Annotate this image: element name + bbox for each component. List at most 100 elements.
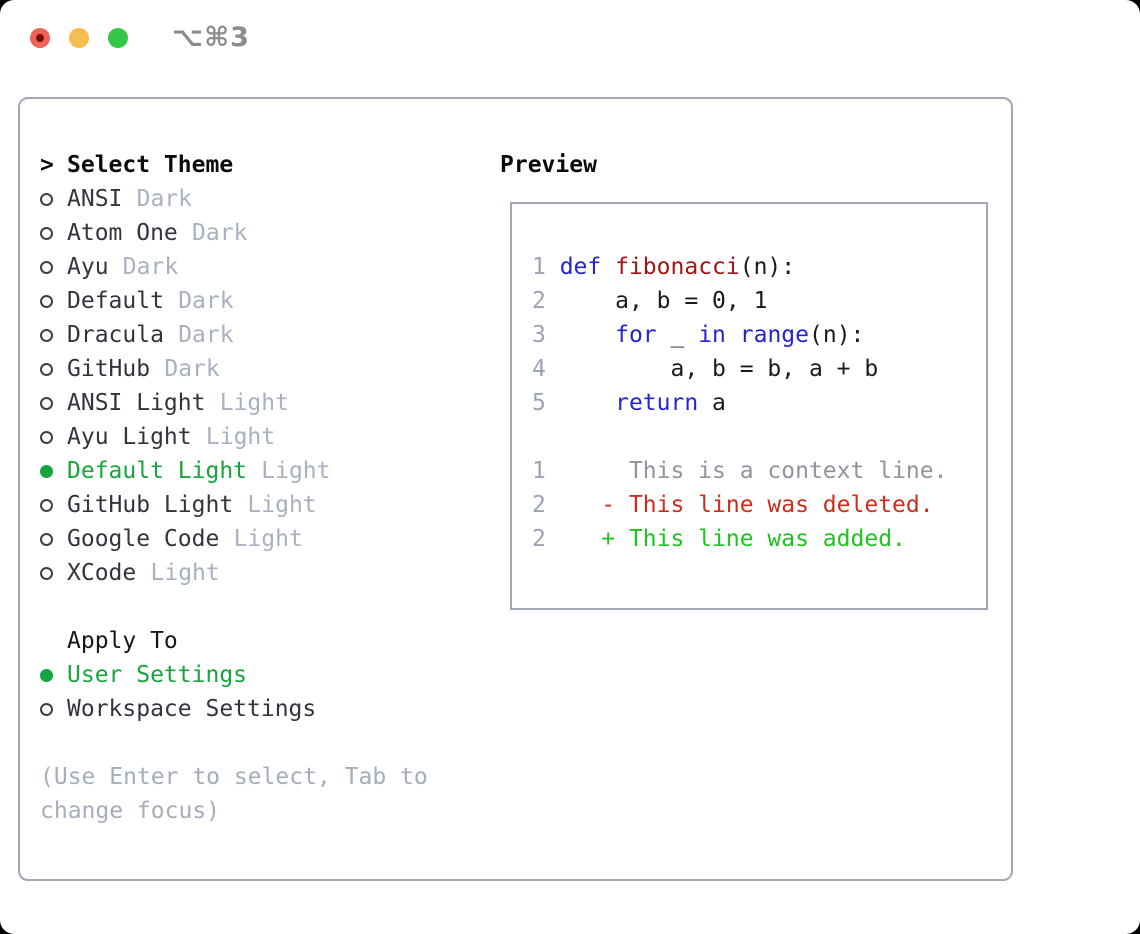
code-token: 2 [532,526,560,552]
radio-icon [40,668,53,682]
code-token: - This line was deleted. [559,492,934,518]
theme-name: Atom One [67,220,178,246]
theme-name: Default [67,288,164,314]
code-token: for [615,322,657,348]
code-token [560,322,615,348]
help-text: (Use Enter to select, Tab to change focu… [40,764,428,824]
theme-option-github[interactable]: GitHub Dark [40,352,331,386]
theme-variant: Light [233,526,303,552]
theme-option-github-light[interactable]: GitHub Light Light [40,488,331,522]
theme-variant: Dark [122,254,179,280]
theme-name: GitHub [67,356,151,382]
code-token: in [698,322,726,348]
theme-variant: Light [150,560,220,586]
code-line: 1 This is a context line. [532,454,986,488]
radio-icon [40,498,53,512]
code-token: _ [656,322,699,348]
code-token: return [615,390,699,416]
theme-name: GitHub Light [67,492,234,518]
theme-option-xcode[interactable]: XCode Light [40,556,331,590]
apply-option-label: User Settings [67,662,248,688]
code-token: range [739,322,809,348]
theme-option-ansi[interactable]: ANSI Dark [40,182,331,216]
zoom-button[interactable] [108,28,128,48]
apply-option-workspace-settings[interactable]: Workspace Settings [40,692,316,726]
code-token: This is a context line. [559,458,948,484]
window-title: ⌥⌘3 [172,22,250,53]
theme-variant: Light [205,424,276,450]
code-line: 2 - This line was deleted. [532,488,986,522]
unsaved-dot-icon [36,34,44,42]
theme-name: Google Code [67,526,220,552]
theme-variant: Light [219,390,289,416]
code-token: 1 [532,458,560,484]
theme-option-ansi-light[interactable]: ANSI Light Light [40,386,331,420]
code-token: a, b = b, a + b [559,356,879,382]
code-token [560,390,615,416]
radio-icon [40,192,53,206]
radio-icon [40,464,53,478]
code-line: 2 a, b = 0, 1 [532,284,986,318]
apply-to-header: Apply To [40,624,178,658]
code-token: (n): [739,254,796,280]
code-line: 2 + This line was added. [532,522,986,556]
radio-icon [40,396,53,410]
radio-icon [40,226,53,240]
code-line: 1 def fibonacci(n): [532,250,986,284]
apply-option-label: Workspace Settings [67,696,317,722]
titlebar [30,28,128,48]
apply-option-user-settings[interactable]: User Settings [40,658,316,692]
theme-variant: Dark [192,220,248,246]
radio-icon [40,362,53,376]
code-line: 4 a, b = b, a + b [532,352,986,386]
code-token: (n): [809,322,865,348]
code-token: a, b = 0, 1 [559,288,768,314]
theme-variant: Dark [178,288,234,314]
theme-name: Default Light [67,458,248,484]
close-button[interactable] [30,28,50,48]
theme-name: ANSI [67,186,123,212]
code-line [532,420,986,454]
theme-option-google-code[interactable]: Google Code Light [40,522,331,556]
theme-option-default[interactable]: Default Dark [40,284,331,318]
theme-name: XCode [67,560,137,586]
theme-picker-title: Select Theme [67,152,234,178]
radio-icon [40,328,53,342]
code-token: a [698,390,726,416]
code-token: 1 [532,254,560,280]
code-token [726,322,740,348]
code-token: 5 [532,390,560,416]
minimize-button[interactable] [69,28,89,48]
radio-icon [40,566,53,580]
theme-option-default-light[interactable]: Default Light Light [40,454,331,488]
theme-variant: Dark [136,186,193,212]
preview-label: Preview [500,152,597,178]
code-token: fibonacci [615,254,740,280]
code-line: 5 return a [532,386,986,420]
theme-picker-header: > Select Theme [40,148,233,182]
focus-caret-icon: > [40,152,54,178]
theme-name: ANSI Light [67,390,206,416]
theme-variant: Dark [164,356,220,382]
code-token: 3 [532,322,560,348]
theme-variant: Light [261,458,331,484]
theme-name: Dracula [67,322,164,348]
code-line: 3 for _ in range(n): [532,318,986,352]
apply-to-title: Apply To [67,628,178,654]
radio-icon [40,294,53,308]
radio-icon [40,430,53,444]
theme-option-atom-one[interactable]: Atom One Dark [40,216,331,250]
theme-name: Ayu [67,254,109,280]
theme-variant: Light [247,492,317,518]
code-token: def [559,254,602,280]
theme-option-ayu[interactable]: Ayu Dark [40,250,331,284]
